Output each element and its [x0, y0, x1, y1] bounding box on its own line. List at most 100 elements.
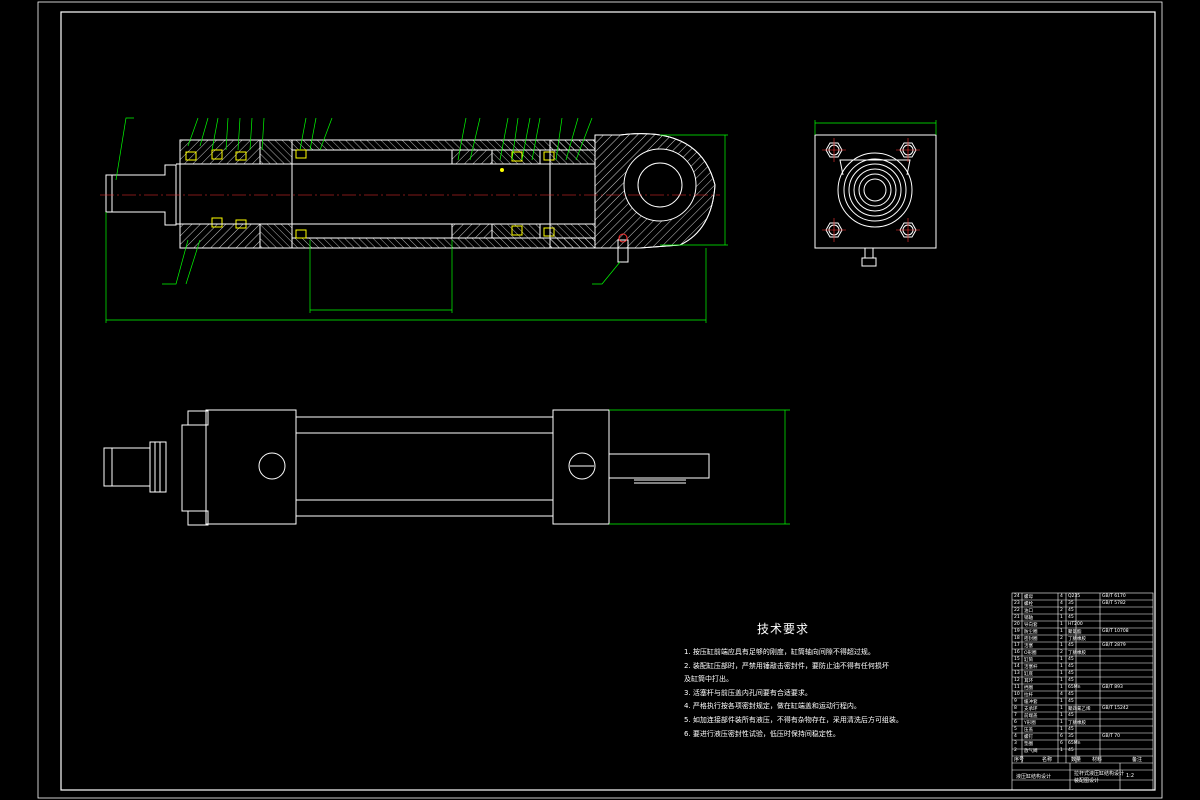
bom-cell-material: 45	[1068, 664, 1074, 669]
bom-cell-material: 45	[1068, 678, 1074, 683]
bom-cell-material: Q235	[1068, 594, 1081, 599]
bom-cell-qty: 1	[1060, 657, 1063, 662]
bom-cell-std: GB/T 15242	[1102, 706, 1129, 711]
bom-cell-name: 放气阀	[1024, 749, 1038, 754]
bom-cell-qty: 1	[1060, 699, 1063, 704]
elevation-dimension	[609, 409, 790, 525]
bom-cell-material: 45	[1068, 643, 1074, 648]
bom-cell-name: 缓冲套	[1024, 700, 1038, 705]
bom-cell-qty: 1	[1060, 678, 1063, 683]
bom-cell-material: 聚氨酯	[1068, 630, 1082, 635]
bom-cell-material: 45	[1068, 671, 1074, 676]
bom-cell-name: 导向套	[1024, 623, 1038, 628]
bom-cell-qty: 1	[1060, 713, 1063, 718]
tech-req-item: 5. 如加连接部件装所有液压，不得有杂物存在，采用清洗后方可组装。	[684, 715, 903, 724]
bom-header-row: 序号 名称 数量 材料 备注	[1012, 756, 1153, 763]
bom-cell-no: 12	[1014, 678, 1020, 683]
bom-cell-name: Y形圈	[1024, 721, 1036, 726]
bom-cell-qty: 1	[1060, 748, 1063, 753]
bom-cell-qty: 2	[1060, 608, 1063, 613]
bom-cell-no: 2	[1014, 748, 1017, 753]
bom-cell-no: 6	[1014, 720, 1017, 725]
bom-cell-material: 65Mn	[1068, 685, 1081, 690]
bom-cell-no: 19	[1014, 629, 1020, 634]
bom-cell-std: GB/T 6170	[1102, 594, 1126, 599]
bom-cell-qty: 1	[1060, 706, 1063, 711]
bom-cell-qty: 1	[1060, 664, 1063, 669]
bom-cell-name: 螺栓	[1024, 602, 1033, 607]
bom-cell-no: 14	[1014, 664, 1020, 669]
tech-req-item: 及缸筒中打出。	[684, 675, 733, 684]
bom-cell-qty: 2	[1060, 650, 1063, 655]
bom-cell-material: 45	[1068, 615, 1074, 620]
drawing-frame	[37, 1, 1163, 799]
bom-cell-name: 螺钉	[1024, 735, 1033, 740]
bom-cell-qty: 4	[1060, 601, 1063, 606]
bom-cell-qty: 6	[1060, 734, 1063, 739]
bom-cell-no: 7	[1014, 713, 1017, 718]
bom-cell-no: 10	[1014, 692, 1020, 697]
tech-req-item: 3. 活塞杆与前压盖内孔间要有合适要求。	[684, 688, 812, 697]
bom-cell-material: 聚四氟乙烯	[1068, 707, 1091, 712]
bom-cell-qty: 1	[1060, 720, 1063, 725]
bom-header-std: 备注	[1132, 757, 1143, 763]
section-dimensions	[105, 117, 728, 323]
bom-cell-name: 前端盖	[1024, 714, 1038, 719]
bom-cell-no: 22	[1014, 608, 1020, 613]
end-view-dimension	[814, 120, 937, 135]
bom-cell-name: 拉杆	[1024, 693, 1033, 698]
bom-cell-no: 3	[1014, 741, 1017, 746]
bom-cell-name: 活塞杆	[1024, 665, 1038, 670]
end-view	[814, 134, 937, 267]
bom-cell-qty: 1	[1060, 622, 1063, 627]
tech-req-item: 2. 装配缸压部时，严禁用锤敲击密封件，要防止油不得有任何损坏	[684, 661, 889, 670]
bom-row: 3 垫圈 6 65Mn	[1012, 740, 1153, 747]
bom-cell-no: 21	[1014, 615, 1020, 620]
bom-cell-std: GB/T 10708	[1102, 629, 1129, 634]
bolt-heads	[825, 142, 917, 238]
bom-cell-material: 35	[1068, 601, 1074, 606]
bom-header-material: 材料	[1092, 757, 1103, 763]
bom-cell-material: 丁腈橡胶	[1068, 637, 1086, 642]
bom-cell-qty: 1	[1060, 615, 1063, 620]
bom-cell-material: 丁腈橡胶	[1068, 651, 1086, 656]
bom-row: 14 活塞杆 1 45	[1012, 663, 1153, 670]
bom-cell-qty: 2	[1060, 636, 1063, 641]
bom-cell-material: HT200	[1068, 622, 1083, 627]
bom-cell-material: 65Mn	[1068, 741, 1081, 746]
bom-cell-material: 45	[1068, 657, 1074, 662]
bom-cell-qty: 1	[1060, 671, 1063, 676]
drawing-name-line2: 装配图设计	[1074, 778, 1100, 784]
bom-cell-no: 13	[1014, 671, 1020, 676]
bom-cell-name: 垫圈	[1024, 742, 1033, 747]
bom-cell-no: 5	[1014, 727, 1017, 732]
bom-cell-qty: 1	[1060, 727, 1063, 732]
bom-cell-name: 油口	[1024, 609, 1033, 614]
bom-header-name: 名称	[1042, 757, 1053, 763]
bom-cell-std: GB/T 70	[1102, 734, 1120, 739]
bom-cell-name: 活塞	[1024, 644, 1033, 649]
bom-cell-qty: 4	[1060, 692, 1063, 697]
bom-cell-qty: 1	[1060, 629, 1063, 634]
bom-cell-qty: 1	[1060, 643, 1063, 648]
technical-requirements-list: 1. 按压缸前端应具有足够的刚度，缸筒轴向间隙不得超过规。 2. 装配缸压部时，…	[684, 646, 934, 741]
bom-header-qty: 数量	[1071, 757, 1082, 763]
bom-cell-name: 支承环	[1024, 707, 1038, 712]
bom-cell-no: 20	[1014, 622, 1020, 627]
bom-cell-qty: 6	[1060, 741, 1063, 746]
tech-req-item: 4. 严格执行按各项密封规定，做在缸端盖和运动行程内。	[684, 702, 861, 711]
